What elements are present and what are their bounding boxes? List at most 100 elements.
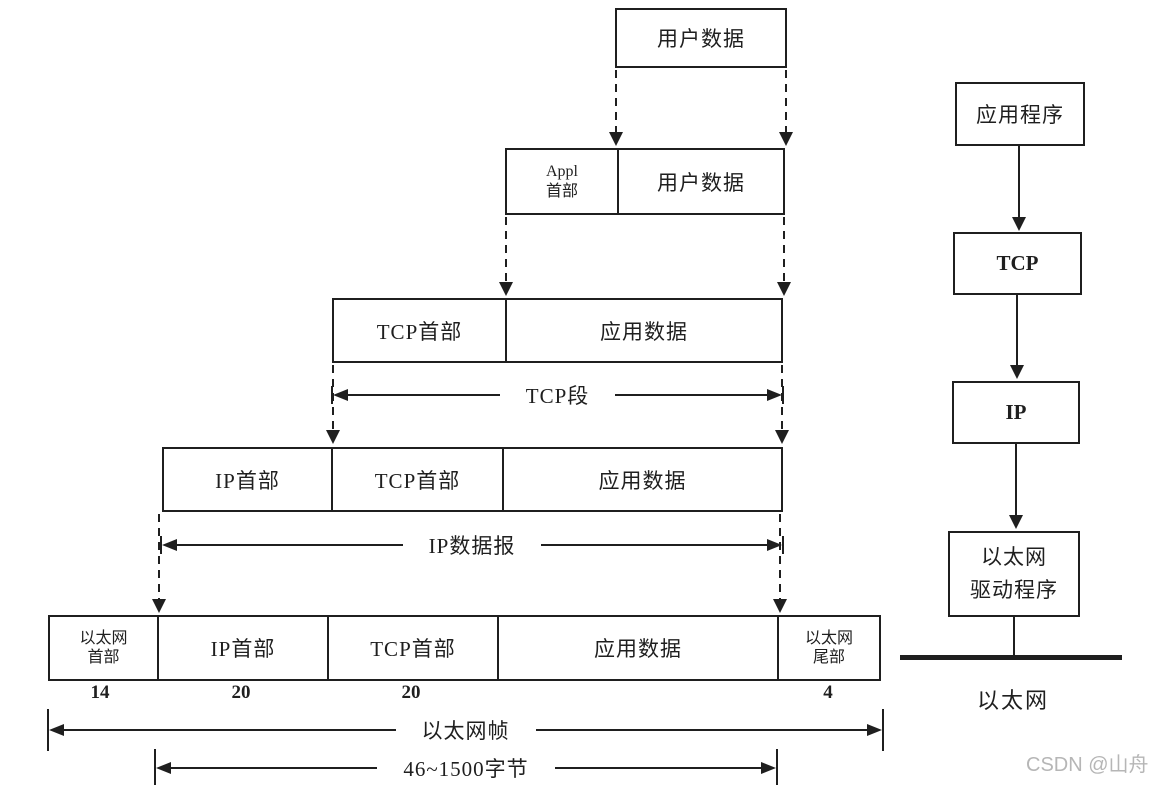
tcp-segment-label: TCP段 bbox=[525, 384, 590, 408]
ethernet-trailer-cell: 以太网 尾部 bbox=[779, 617, 879, 679]
user-data-cell: 用户数据 bbox=[619, 150, 783, 213]
tick-mark bbox=[782, 536, 784, 554]
arrowhead-right-icon bbox=[761, 762, 776, 774]
dashed-arrow-down-icon bbox=[326, 365, 340, 444]
ethernet-frame-box: 以太网 首部 IP首部 TCP首部 应用数据 以太网 尾部 bbox=[48, 615, 881, 681]
tcp-header-cell: TCP首部 bbox=[329, 617, 499, 679]
app-data-label: 应用数据 bbox=[600, 319, 688, 344]
arrow-line bbox=[348, 394, 500, 396]
tcp-header-label: TCP首部 bbox=[376, 319, 463, 344]
arrowhead-left-icon bbox=[156, 762, 171, 774]
tick-mark bbox=[882, 709, 884, 751]
arrowhead-down-icon bbox=[1009, 515, 1023, 529]
arrowhead-right-icon bbox=[767, 389, 783, 401]
tick-mark bbox=[160, 536, 162, 554]
arrow-line bbox=[541, 544, 767, 546]
ethernet-header-cell: 以太网 首部 bbox=[50, 617, 159, 679]
arrowhead-down-icon bbox=[326, 430, 340, 444]
tick-mark bbox=[154, 749, 156, 785]
arrowhead-left-icon bbox=[333, 389, 348, 401]
ethernet-bus-line bbox=[900, 655, 1122, 660]
ip-header-label: IP首部 bbox=[210, 637, 276, 661]
arrowhead-down-icon bbox=[779, 132, 793, 146]
tcp-header-bytes: 20 bbox=[401, 682, 421, 703]
dashed-arrow-down-icon bbox=[775, 365, 789, 444]
arrowhead-right-icon bbox=[767, 539, 782, 551]
appl-header-line2: 首部 bbox=[545, 182, 578, 200]
eth-trailer-bytes: 4 bbox=[823, 682, 833, 703]
appl-header-cell: Appl 首部 bbox=[507, 150, 619, 213]
arrowhead-right-icon bbox=[867, 724, 882, 736]
tcp-header-label: TCP首部 bbox=[374, 468, 461, 493]
dashed-arrow-down-icon bbox=[152, 514, 166, 613]
arrow-line bbox=[64, 729, 396, 731]
ip-datagram-span-arrow: IP数据报 bbox=[160, 528, 784, 562]
tick-mark bbox=[776, 749, 778, 785]
dashed-arrow-down-icon bbox=[773, 514, 787, 613]
arrow-down-icon bbox=[1010, 295, 1024, 379]
application-label: 应用程序 bbox=[976, 103, 1064, 127]
dashed-arrow-down-icon bbox=[777, 217, 791, 296]
arrowhead-down-icon bbox=[777, 282, 791, 296]
ip-box: IP bbox=[952, 381, 1080, 444]
dashed-arrow-down-icon bbox=[779, 70, 793, 146]
ethernet-trailer-line1: 以太网 bbox=[804, 629, 853, 647]
ethernet-bus-label: 以太网 bbox=[976, 688, 1050, 713]
arrowhead-left-icon bbox=[49, 724, 64, 736]
ethernet-driver-line1: 以太网 bbox=[981, 545, 1047, 570]
app-data-label: 应用数据 bbox=[594, 637, 682, 661]
application-box: 应用程序 bbox=[955, 82, 1085, 146]
arrowhead-down-icon bbox=[1012, 217, 1026, 231]
user-data-cell: 用户数据 bbox=[617, 10, 785, 66]
connector-line bbox=[1013, 617, 1015, 656]
user-data-label: 用户数据 bbox=[657, 27, 745, 51]
arrow-down-icon bbox=[1012, 146, 1026, 231]
tcp-segment-span-arrow: TCP段 bbox=[331, 378, 785, 412]
ethernet-frame-label: 以太网帧 bbox=[421, 719, 510, 743]
ethernet-frame-span-arrow: 以太网帧 bbox=[47, 709, 884, 751]
ip-label: IP bbox=[1005, 400, 1027, 424]
ethernet-header-line1: 以太网 bbox=[79, 629, 128, 647]
arrow-line bbox=[171, 767, 378, 769]
arrow-line bbox=[535, 729, 867, 731]
arrowhead-left-icon bbox=[162, 539, 177, 551]
dashed-arrow-down-icon bbox=[609, 70, 623, 146]
arrowhead-down-icon bbox=[775, 430, 789, 444]
tcp-box: TCP bbox=[953, 232, 1082, 295]
tcp-segment-box: TCP首部 应用数据 bbox=[332, 298, 783, 363]
app-data-cell: 应用数据 bbox=[499, 617, 779, 679]
eth-header-bytes: 14 bbox=[90, 682, 110, 703]
app-data-cell: 应用数据 bbox=[507, 300, 781, 361]
tick-mark bbox=[782, 386, 785, 404]
user-data-box: 用户数据 bbox=[615, 8, 787, 68]
arrowhead-down-icon bbox=[773, 599, 787, 613]
ethernet-driver-line2: 驱动程序 bbox=[970, 578, 1058, 602]
ip-header-bytes: 20 bbox=[231, 682, 251, 703]
ip-datagram-label: IP数据报 bbox=[428, 534, 516, 558]
arrowhead-down-icon bbox=[1010, 365, 1024, 379]
tick-mark bbox=[47, 709, 49, 751]
tcp-header-cell: TCP首部 bbox=[333, 449, 504, 510]
ip-datagram-box: IP首部 TCP首部 应用数据 bbox=[162, 447, 783, 512]
tcp-header-cell: TCP首部 bbox=[334, 300, 507, 361]
user-data-label: 用户数据 bbox=[657, 170, 745, 195]
payload-range-span-arrow: 46~1500字节 bbox=[154, 749, 778, 785]
tcp-label: TCP bbox=[996, 251, 1039, 275]
watermark-text: CSDN @山舟 bbox=[1026, 754, 1149, 776]
tcp-header-label: TCP首部 bbox=[370, 637, 456, 661]
arrow-line bbox=[554, 767, 761, 769]
app-data-cell: 应用数据 bbox=[504, 449, 781, 510]
dashed-arrow-down-icon bbox=[499, 217, 513, 296]
arrowhead-down-icon bbox=[152, 599, 166, 613]
app-data-label: 应用数据 bbox=[598, 468, 687, 493]
arrow-line bbox=[615, 394, 768, 396]
arrowhead-down-icon bbox=[499, 282, 513, 296]
arrow-line bbox=[177, 544, 403, 546]
appl-box: Appl 首部 用户数据 bbox=[505, 148, 785, 215]
payload-range-label: 46~1500字节 bbox=[403, 757, 529, 781]
ip-header-cell: IP首部 bbox=[164, 449, 333, 510]
arrow-down-icon bbox=[1009, 444, 1023, 529]
ip-header-label: IP首部 bbox=[215, 468, 280, 493]
ethernet-header-line2: 首部 bbox=[87, 649, 120, 666]
